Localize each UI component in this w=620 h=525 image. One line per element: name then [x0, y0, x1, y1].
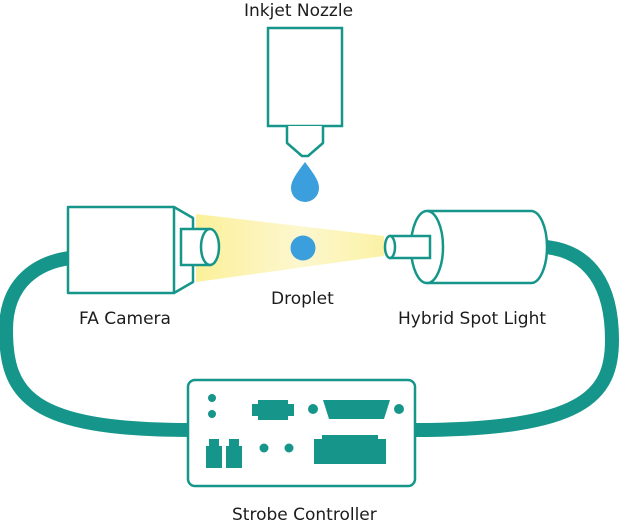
falling-drop-icon — [291, 162, 319, 202]
droplet-label: Droplet — [271, 289, 334, 309]
inkjet-nozzle-icon — [266, 26, 344, 158]
fa-camera-icon — [66, 205, 221, 295]
light-beam — [196, 214, 384, 282]
strobe-controller-label: Strobe Controller — [232, 505, 377, 525]
inkjet-nozzle-label: Inkjet Nozzle — [244, 1, 354, 21]
spot-light-icon — [383, 209, 549, 285]
strobe-controller-icon — [186, 378, 417, 488]
hybrid-spot-light-label: Hybrid Spot Light — [398, 309, 547, 329]
droplet-icon — [290, 235, 316, 261]
fa-camera-label: FA Camera — [79, 309, 171, 329]
